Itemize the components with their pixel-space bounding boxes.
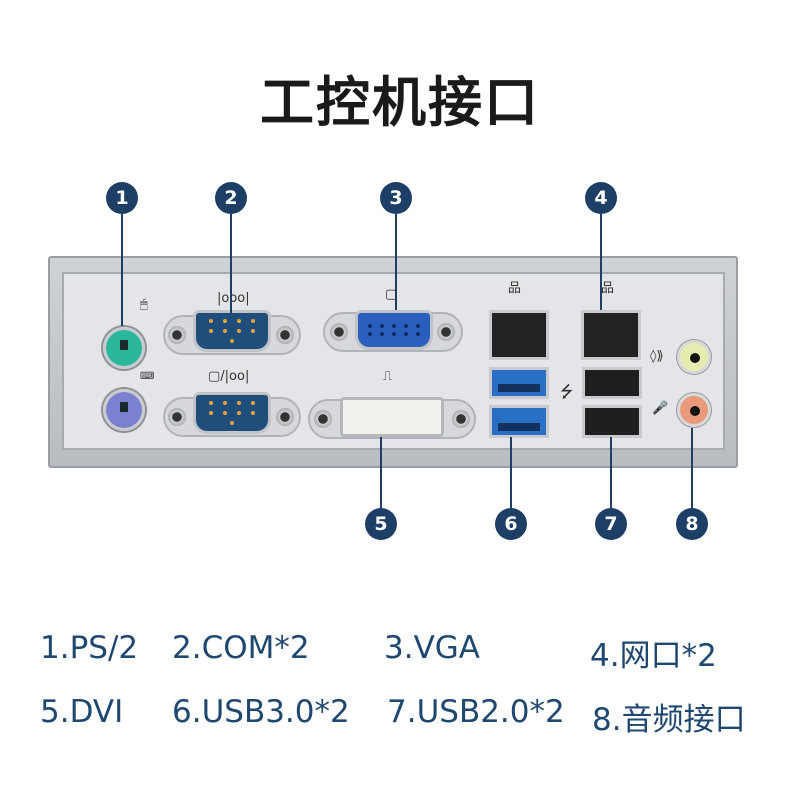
line-out-jack — [677, 340, 711, 374]
monitor-serial-icon: ▢/|oo| — [208, 369, 250, 384]
callout-line-2 — [230, 214, 232, 314]
ps2-mouse-port — [103, 327, 145, 369]
screw — [330, 323, 348, 341]
screw — [168, 408, 186, 426]
callout-line-4 — [600, 214, 602, 310]
callout-line-1 — [121, 214, 123, 326]
legend-item-usb3: 6.USB3.0*2 — [172, 694, 350, 730]
screw — [276, 326, 294, 344]
legend-item-ps2: 1.PS/2 — [40, 630, 139, 666]
usb2-port-1 — [582, 367, 642, 399]
lan1-port — [489, 310, 549, 360]
callout-badge-8: 8 — [676, 508, 708, 540]
microphone-icon: 🎤 — [652, 401, 669, 416]
usb-icon: ⭍ — [560, 382, 574, 401]
legend-item-audio: 8.音频接口 — [592, 702, 746, 738]
mouse-icon: 🖱 — [140, 297, 148, 312]
usb2-port-2 — [582, 405, 642, 438]
legend-item-lan: 4.网口*2 — [590, 638, 717, 674]
screw — [168, 326, 186, 344]
legend-item-dvi: 5.DVI — [40, 694, 124, 730]
page-title: 工控机接口 — [260, 71, 540, 134]
digital-signal-icon: ⎍ — [383, 369, 393, 384]
screw — [437, 323, 455, 341]
callout-line-8 — [691, 428, 693, 509]
screw — [314, 410, 332, 428]
keyboard-icon: ⌨ — [140, 371, 155, 382]
serial-icon: |ooo| — [217, 291, 250, 306]
legend-item-com: 2.COM*2 — [172, 630, 310, 666]
callout-line-3 — [395, 214, 397, 310]
legend-item-usb2: 7.USB2.0*2 — [387, 694, 565, 730]
callout-badge-6: 6 — [495, 508, 527, 540]
legend-item-vga: 3.VGA — [384, 630, 481, 666]
com1-port — [193, 310, 271, 352]
dvi-port — [340, 397, 444, 437]
line-out-icon: ◊⟫ — [650, 349, 664, 364]
callout-badge-4: 4 — [585, 182, 617, 214]
callout-line-5 — [380, 437, 382, 509]
monitor-icon: ▢ — [385, 287, 398, 302]
callout-badge-1: 1 — [106, 182, 138, 214]
com2-port — [193, 392, 271, 434]
screw — [276, 408, 294, 426]
callout-line-6 — [510, 437, 512, 509]
callout-badge-2: 2 — [215, 182, 247, 214]
ps2-keyboard-port — [103, 389, 145, 431]
usb3-port-2 — [489, 405, 549, 438]
vga-port — [355, 310, 433, 350]
lan2-port — [581, 310, 641, 360]
screw — [452, 410, 470, 428]
mic-in-jack — [677, 393, 711, 427]
usb3-port-1 — [489, 367, 549, 399]
callout-line-7 — [610, 437, 612, 509]
callout-badge-3: 3 — [380, 182, 412, 214]
network-icon: 品 — [508, 281, 522, 296]
network-icon: 品 — [601, 281, 615, 296]
callout-badge-7: 7 — [595, 508, 627, 540]
callout-badge-5: 5 — [365, 508, 397, 540]
